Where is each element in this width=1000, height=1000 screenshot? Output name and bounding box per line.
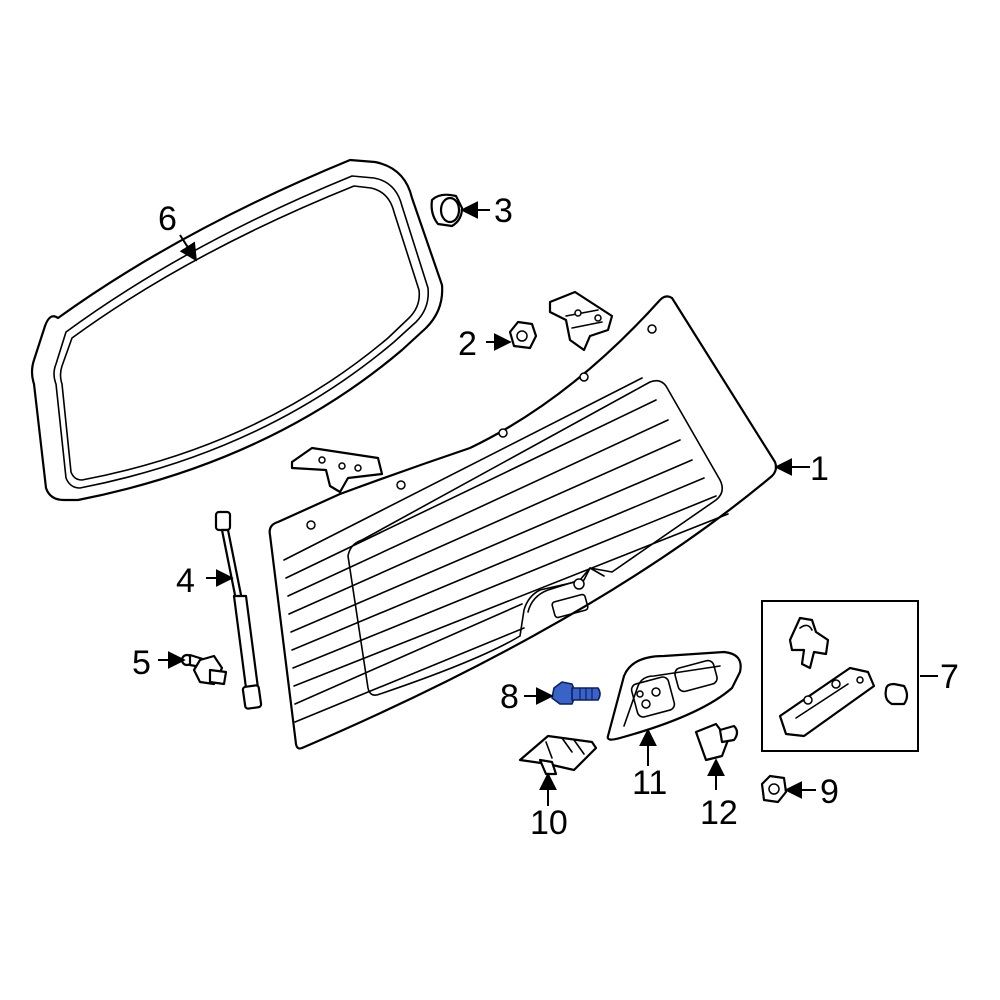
part-3-stop[interactable]: [430, 193, 464, 228]
part-1-back-glass[interactable]: [268, 290, 778, 750]
callout-labels: 1 2 3 4 5 6 7 8 9 10 11 12: [132, 192, 959, 842]
part-6-weatherstrip[interactable]: [30, 158, 444, 502]
part-7-hinge-kit[interactable]: [761, 600, 919, 752]
part-11-stop-lamp[interactable]: [606, 650, 742, 741]
leader-lines: [158, 201, 938, 806]
callout-8: 8: [500, 678, 519, 716]
part-5-ball-stud[interactable]: [180, 653, 228, 686]
callout-11: 11: [632, 764, 667, 802]
part-8-bolt[interactable]: [551, 681, 601, 705]
part-12-retainer[interactable]: [694, 722, 739, 762]
callout-2: 2: [458, 325, 477, 363]
part-2-nut[interactable]: [508, 320, 538, 350]
callout-10: 10: [530, 804, 568, 842]
part-9-nut[interactable]: [760, 774, 788, 804]
callout-1: 1: [810, 450, 829, 488]
callout-7: 7: [940, 658, 959, 696]
part-10-clip[interactable]: [518, 734, 598, 776]
callout-5: 5: [132, 644, 151, 682]
callout-4: 4: [176, 562, 195, 600]
callout-9: 9: [820, 773, 839, 811]
callout-6: 6: [158, 200, 177, 238]
callout-3: 3: [494, 192, 513, 230]
part-4-lift-support[interactable]: [214, 510, 263, 710]
callout-12: 12: [700, 794, 738, 832]
